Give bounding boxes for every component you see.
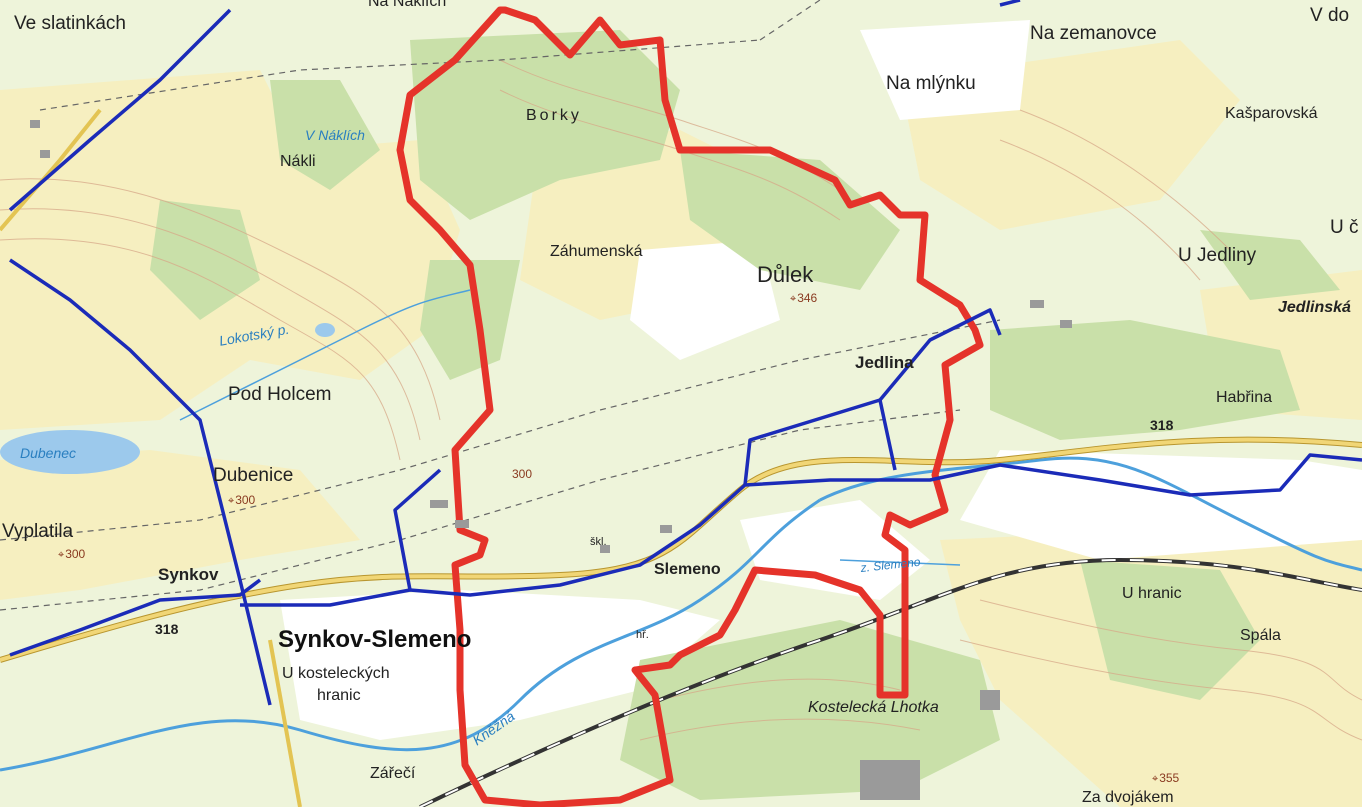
label-vyplatila: Vyplatila (2, 521, 74, 542)
open-area (860, 20, 1030, 120)
road-number-318-west: 318 (155, 621, 179, 637)
label-za-dvojakem: Za dvojákem (1082, 789, 1174, 806)
label-na-zemanovce: Na zemanovce (1030, 23, 1157, 44)
open-area (280, 590, 720, 740)
buildings (30, 120, 1072, 800)
label-slemeno: Slemeno (654, 561, 721, 578)
label-habrina: Habřina (1216, 389, 1273, 406)
label-nakli: Nákli (280, 153, 316, 170)
label-jedlinska: Jedlinská (1278, 299, 1351, 316)
elevation-mid: 300 (512, 467, 533, 481)
road-south (268, 639, 302, 807)
forest-area (420, 260, 520, 380)
forest-area (990, 320, 1300, 440)
label-u-kosteleckych: U kosteleckých (282, 665, 390, 682)
open-area (960, 450, 1362, 560)
label-spala: Spála (1240, 627, 1281, 644)
label-pod-holcem: Pod Holcem (228, 384, 332, 405)
field-area (0, 450, 360, 600)
elevation-marker-icon: ⌖ (790, 293, 797, 305)
road-number-318-east: 318 (1150, 417, 1174, 433)
blue-network (8, 0, 1362, 706)
forest-area (1080, 560, 1260, 700)
river-knezna (0, 498, 821, 772)
label-u-jedliny: U Jedliny (1178, 245, 1257, 266)
label-hr: hř. (636, 629, 649, 641)
label-na-naklich: Na Náklích (368, 0, 447, 10)
forest-area (680, 150, 900, 290)
elevation-za-dvojakem-value: 355 (1159, 771, 1180, 785)
open-area (630, 240, 780, 360)
label-borky: Borky (526, 107, 582, 124)
elevation-vyplatila: ⌖300 (58, 548, 85, 561)
label-dulek: Důlek (757, 262, 814, 287)
stream-slemeno (839, 559, 961, 566)
label-synkov-slemeno: Synkov-Slemeno (278, 626, 472, 653)
label-dubenice: Dubenice (213, 465, 294, 486)
road-nw (0, 108, 102, 232)
label-jedlina: Jedlina (855, 353, 914, 372)
label-v-naklich: V Náklích (305, 127, 365, 143)
elevation-dulek: ⌖346 (790, 292, 817, 305)
label-skl: škl. (590, 536, 607, 548)
label-na-mlynku: Na mlýnku (886, 73, 976, 94)
tracks (0, 0, 1001, 611)
elevation-dulek-value: 346 (797, 291, 818, 305)
elevation-dubenice-value: 300 (235, 493, 256, 507)
label-u-hranic: U hranic (1122, 585, 1182, 602)
label-v-do: V do (1310, 5, 1350, 26)
road-318-fill (0, 437, 1362, 662)
label-hranic: hranic (317, 687, 361, 704)
forest-area (270, 80, 380, 190)
label-zareci: Zářečí (370, 765, 416, 782)
label-zahumenska: Záhumenská (550, 243, 643, 260)
label-ve-slatinkach: Ve slatinkách (14, 13, 126, 34)
elevation-marker-icon: ⌖ (228, 495, 235, 507)
elevation-dubenice: ⌖300 (228, 494, 255, 507)
label-u-c: U č (1330, 217, 1359, 238)
label-kasparovska: Kašparovská (1225, 105, 1318, 122)
cadastral-boundary (396, 6, 984, 807)
forest-area (410, 30, 680, 220)
label-dubenec: Dubenec (20, 445, 77, 461)
elevation-za-dvojakem: ⌖355 (1152, 772, 1179, 785)
forest-area (150, 200, 260, 320)
river-knezna-east (819, 456, 1362, 572)
elevation-marker-icon: ⌖ (1152, 773, 1159, 785)
elevation-marker-icon: ⌖ (58, 549, 65, 561)
elevation-vyplatila-value: 300 (65, 547, 86, 561)
label-kostelecka-lhotka: Kostelecká Lhotka (808, 699, 939, 716)
railway-dash (419, 558, 1362, 807)
pond (315, 323, 335, 337)
label-synkov: Synkov (158, 565, 219, 584)
forest-area (1200, 230, 1340, 300)
pond-dubenec (0, 430, 140, 474)
stream-lokotsky (179, 289, 471, 421)
